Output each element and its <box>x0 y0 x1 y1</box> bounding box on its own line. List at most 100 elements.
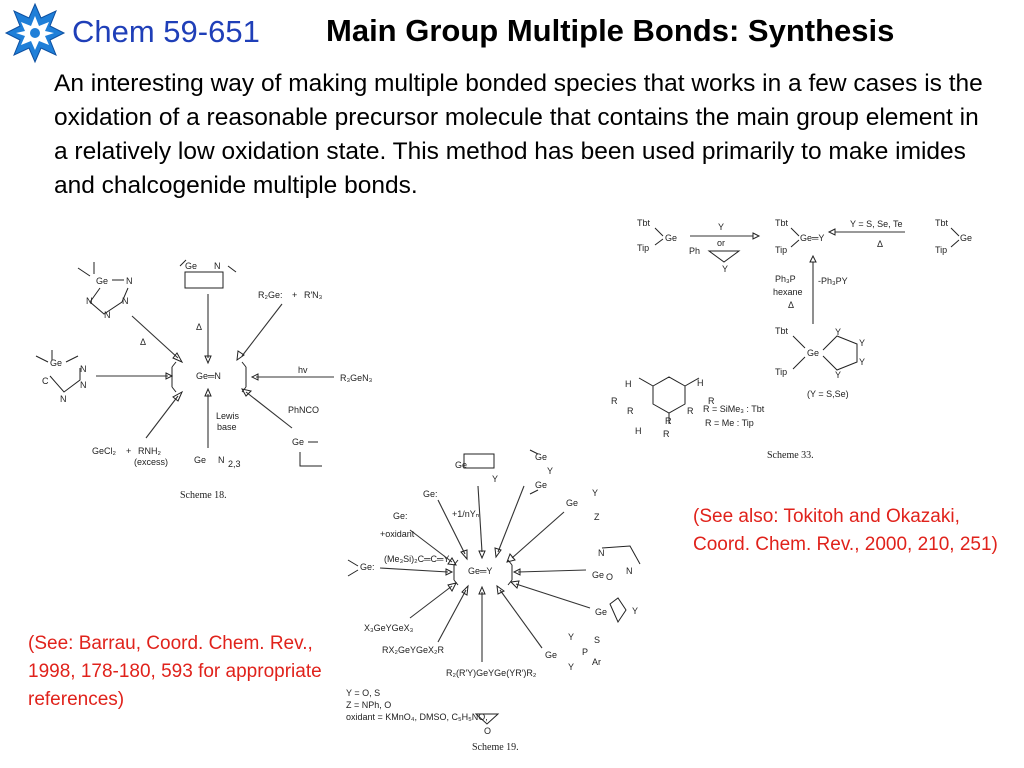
s19-plus-nyn: +1/nYₙ <box>452 509 480 519</box>
s18-center: Ge═N <box>196 371 221 381</box>
s19-ar-r4: Ar <box>592 657 601 667</box>
s33-y-s-se: (Y = S,Se) <box>807 389 849 399</box>
s33-h-3: H <box>635 426 642 436</box>
s18-ge-tl: Ge <box>96 276 108 286</box>
s33-delta-2: Δ <box>788 300 794 310</box>
s19-y-tr1: Y <box>547 466 553 476</box>
s19-p-r4: P <box>582 647 588 657</box>
s33-tbt-4: Tbt <box>775 326 789 336</box>
s19-z-r1: Z <box>594 512 600 522</box>
s33-y-r3: Y <box>859 357 865 367</box>
s33-y-r2: Y <box>859 338 865 348</box>
s33-ge-3: Ge <box>960 233 972 243</box>
s33-r-1: R <box>611 396 618 406</box>
s18-gecl2: GeCl₂ <box>92 446 117 456</box>
s19-ge-r2: Ge <box>592 570 604 580</box>
s18-n-tl4: N <box>122 296 129 306</box>
s18-ge-l: Ge <box>50 358 62 368</box>
s18-r3gen3: R₃GeN₃ <box>340 373 373 383</box>
s18-r2ge: R₂Ge: <box>258 290 283 300</box>
s33-y-cond: Y = S, Se, Te <box>850 219 902 229</box>
s33-r-6: R <box>665 416 672 426</box>
s19-ge-colon-1: Ge: <box>423 489 438 499</box>
s18-n-l1: N <box>60 394 67 404</box>
s33-ge-4: Ge <box>807 348 819 358</box>
s18-lewis: Lewis <box>216 411 240 421</box>
s18-plus: + <box>292 290 297 300</box>
s19-center: Ge═Y <box>468 566 492 576</box>
s18-c-l: C <box>42 376 49 386</box>
s19-y-r1: Y <box>592 488 598 498</box>
s19-y-r4a: Y <box>568 632 574 642</box>
s33-minus-ph3py: -Ph₃PY <box>818 276 848 286</box>
s19-ge-tr2: Ge <box>535 480 547 490</box>
s19-ge-colon-3: Ge: <box>360 562 375 572</box>
s18-azide: R′N₃ <box>304 290 323 300</box>
s33-tip-1: Tip <box>637 243 649 253</box>
s33-y-r1: Y <box>835 327 841 337</box>
scheme-33-caption: Scheme 33. <box>767 450 814 461</box>
s18-n-bottom: N <box>218 455 225 465</box>
s33-ge-y: Ge═Y <box>800 233 824 243</box>
s19-ge-r1: Ge <box>566 498 578 508</box>
s18-n-tl: N <box>126 276 133 286</box>
s18-ge-bottom: Ge <box>194 455 206 465</box>
s33-h-1: H <box>625 379 632 389</box>
s18-phnco: PhNCO <box>288 405 319 415</box>
scheme-19-caption: Scheme 19. <box>472 742 519 753</box>
s19-ge-top: Ge <box>455 460 467 470</box>
s18-n-tl2: N <box>86 296 93 306</box>
s18-rnh2: RNH₂ <box>138 446 161 456</box>
slide-title: Main Group Multiple Bonds: Synthesis <box>326 13 895 48</box>
s19-plus-oxidant: +oxidant <box>380 529 415 539</box>
s18-base: base <box>217 422 237 432</box>
s19-y-r4b: Y <box>568 662 574 672</box>
s18-sub23: 2,3 <box>228 459 241 469</box>
s19-y-top: Y <box>492 474 498 484</box>
s33-tbt-3: Tbt <box>935 218 949 228</box>
scheme-18: Ge N N N N Ge N R₂Ge: + R′N₃ Ge C N N N … <box>35 259 373 501</box>
s19-n-r2: N <box>626 566 633 576</box>
s19-o-epoxide: O <box>484 726 491 736</box>
s33-tip-2: Tip <box>775 245 787 255</box>
note-barrau-reference: (See: Barrau, Coord. Chem. Rev., 1998, 1… <box>28 633 322 710</box>
s18-n-tl3: N <box>104 310 111 320</box>
s33-r-simes: R = SiMe₃ : Tbt <box>703 404 765 414</box>
s19-rx2geygex2r: RX₂GeYGeX₂R <box>382 645 445 655</box>
s33-hexane: hexane <box>773 287 803 297</box>
s33-y-top: Y <box>718 222 724 232</box>
s19-ge-r3: Ge <box>595 607 607 617</box>
s33-y-epi: Y <box>722 264 728 274</box>
s33-ph3p: Ph₃P <box>775 274 796 284</box>
s33-r-4: R <box>687 406 694 416</box>
s18-hv: hv <box>298 365 308 375</box>
s33-tip-4: Tip <box>775 367 787 377</box>
s33-tbt-2: Tbt <box>775 218 789 228</box>
s18-ge-top: Ge <box>185 261 197 271</box>
s33-r-5: R <box>663 429 670 439</box>
s33-tbt-1: Tbt <box>637 218 651 228</box>
s18-n-l3: N <box>80 364 87 374</box>
s18-ge-br: Ge <box>292 437 304 447</box>
scheme-19: Ge Y Ge Y Ge Ge: Ge: +oxidant +1/nYₙ Ge … <box>346 449 641 753</box>
s19-s-r4: S <box>594 635 600 645</box>
s19-ge-tr1: Ge <box>535 452 547 462</box>
s19-o-r2: O <box>606 572 613 582</box>
s33-r-3: R <box>708 396 715 406</box>
s19-r2ryge: R₂(R′Y)GeYGe(YR′)R₂ <box>446 668 537 678</box>
s33-y-r4: Y <box>835 370 841 380</box>
note-tokitoh-reference: (See also: Tokitoh and Okazaki, Coord. C… <box>693 506 998 555</box>
s18-delta-l: Δ <box>140 337 146 347</box>
s18-n-top: N <box>214 261 221 271</box>
s33-r-2: R <box>627 406 634 416</box>
s33-r-me: R = Me : Tip <box>705 418 754 428</box>
s19-ge-colon-2: Ge: <box>393 511 408 521</box>
s19-x3geygex3: X₃GeYGeX₃ <box>364 623 414 633</box>
course-code: Chem 59-651 <box>72 14 260 49</box>
s19-silyl: (Me₃Si)₂C═C═Y <box>384 554 449 564</box>
snowflake-logo-icon <box>4 2 66 64</box>
s19-n-r1: N <box>598 548 605 558</box>
s33-or: or <box>717 238 725 248</box>
s33-tip-3: Tip <box>935 245 947 255</box>
s19-oxidant-eq: oxidant = KMnO₄, DMSO, C₅H₅NO, <box>346 712 488 722</box>
